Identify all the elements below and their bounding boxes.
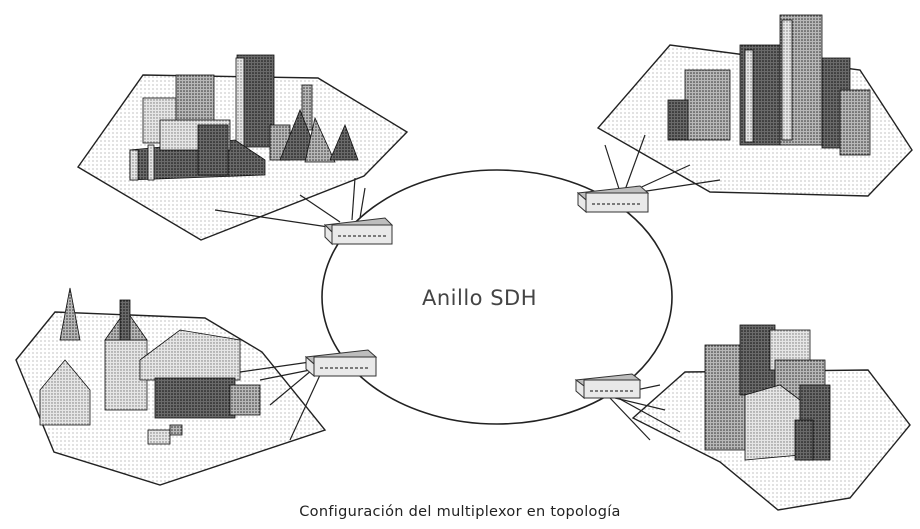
sdh-ring — [321, 169, 673, 425]
caption: Configuración del multiplexor en topolog… — [299, 504, 621, 520]
site-top-left — [76, 54, 409, 241]
office-blocks-illustration — [704, 324, 831, 461]
site-bottom-left — [15, 287, 327, 486]
downtown-highrises-illustration — [667, 14, 871, 156]
mux-top-right — [576, 185, 650, 214]
town-church-illustration — [39, 287, 261, 445]
ring-label: Anillo SDH — [422, 286, 537, 310]
city-district-illustration — [129, 54, 359, 181]
mux-bottom-right — [574, 373, 642, 400]
mux-bottom-left — [304, 349, 378, 378]
site-top-right — [596, 14, 913, 197]
mux-top-left — [323, 217, 394, 246]
site-bottom-right — [609, 324, 911, 511]
